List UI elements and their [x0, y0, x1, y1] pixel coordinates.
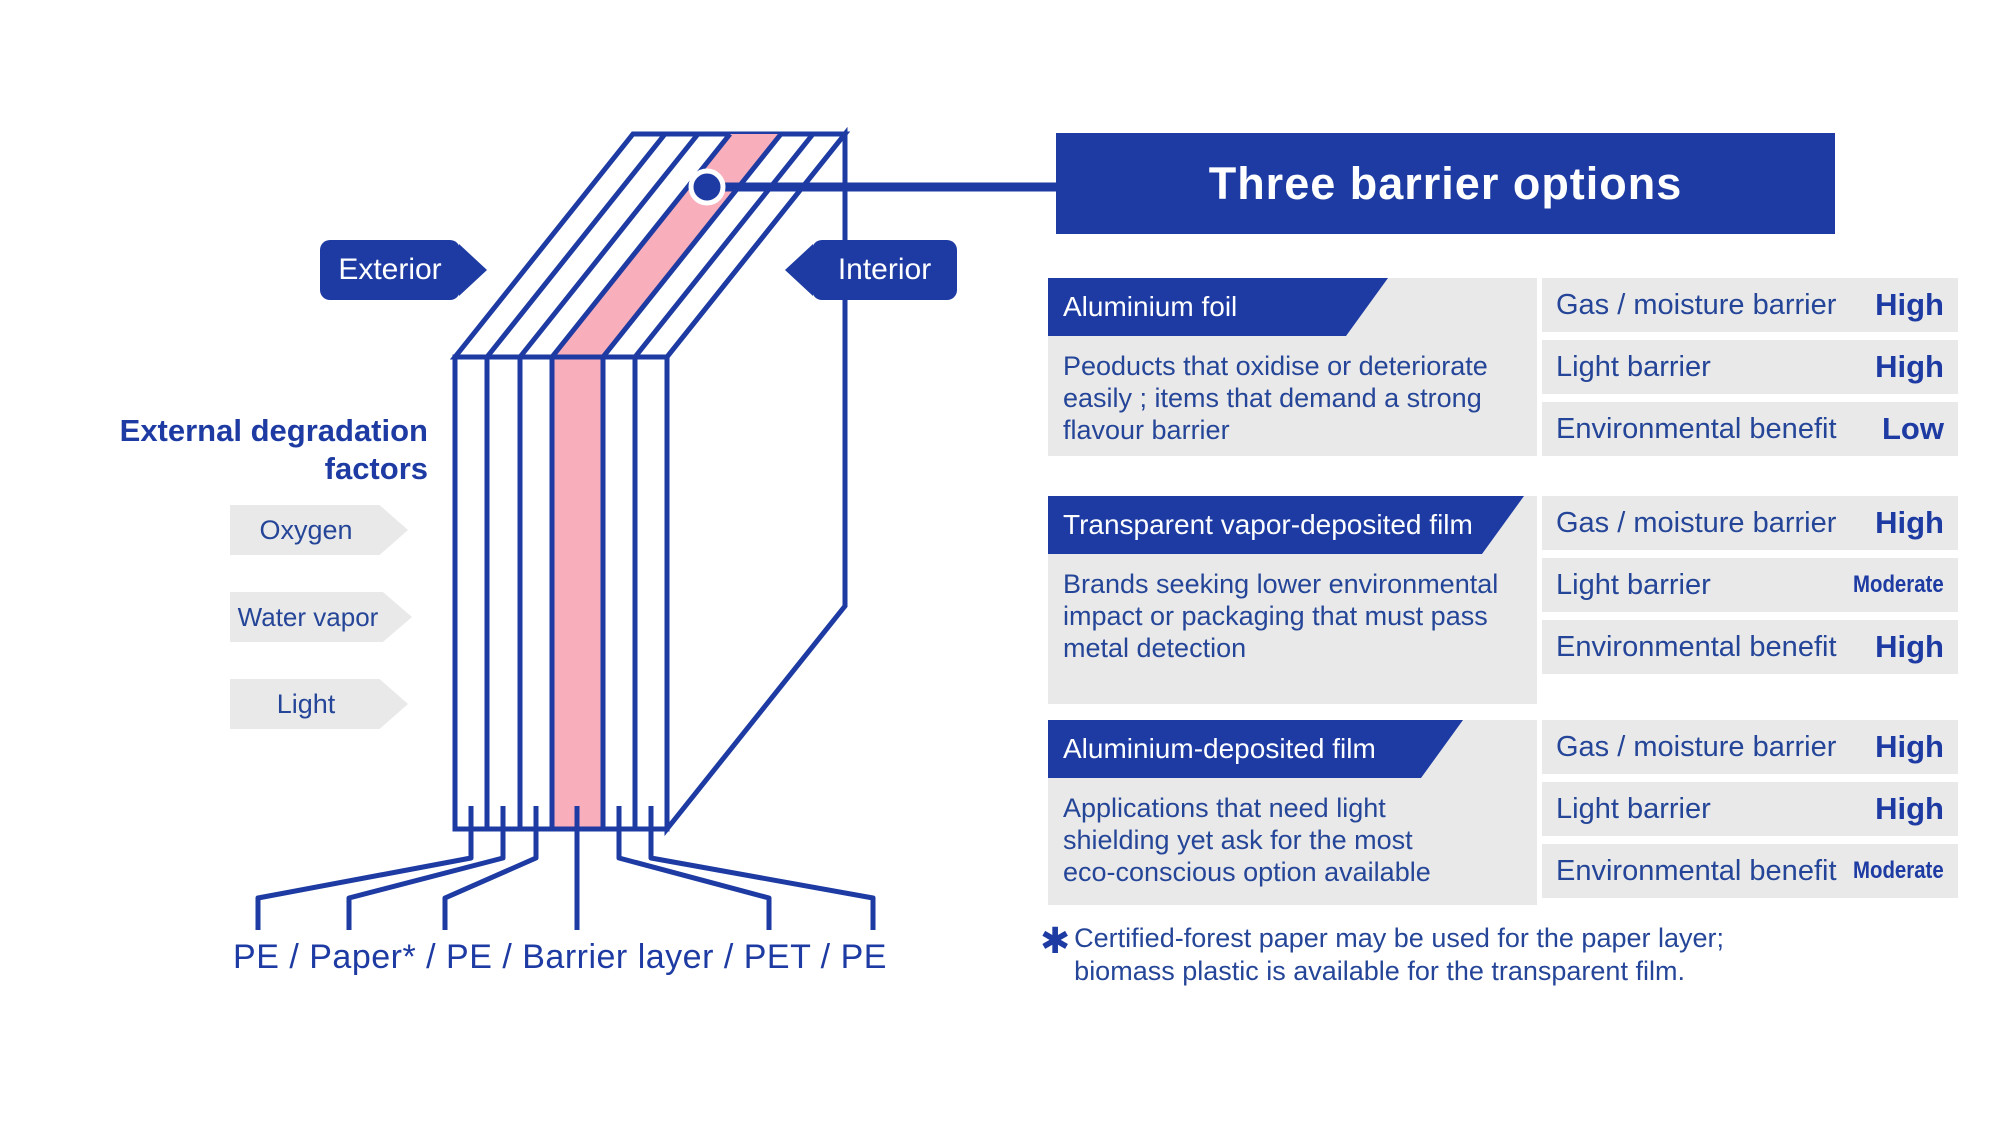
degradation-factors-title: External degradation factors — [119, 413, 428, 486]
interior-label: Interior — [837, 253, 932, 286]
option-name-ribbon: Aluminium foil — [1048, 278, 1388, 336]
rating-value: High — [1875, 349, 1944, 384]
panel-title-box: Three barrier options — [1056, 133, 1835, 234]
panel-title: Three barrier options — [1208, 157, 1683, 209]
option-block-transparent-film: Brands seeking lower environmental impac… — [1048, 496, 1958, 704]
layer-caption: PE / Paper* / PE / Barrier layer / PET /… — [233, 938, 887, 976]
rating-row: Light barrier Moderate — [1542, 558, 1958, 612]
option-description: Applications that need light shielding y… — [1063, 793, 1431, 887]
callout-dot — [688, 168, 726, 206]
interior-arrow-icon — [785, 244, 813, 296]
asterisk-icon: ✱ — [1040, 920, 1071, 961]
rating-row: Light barrier High — [1542, 782, 1958, 836]
option-name-ribbon: Transparent vapor-deposited film — [1048, 496, 1524, 554]
exterior-tag: Exterior — [320, 240, 487, 300]
option-description: Brands seeking lower environmental impac… — [1063, 569, 1499, 663]
rating-row: Environmental benefit Low — [1542, 402, 1958, 456]
footnote: ✱ Certified-forest paper may be used for… — [1040, 922, 1724, 988]
barrier-layer-front — [552, 357, 603, 829]
rating-value: Low — [1882, 411, 1944, 446]
rating-row: Gas / moisture barrier High — [1542, 496, 1958, 550]
rating-value: Moderate — [1853, 571, 1944, 598]
rating-value: High — [1875, 505, 1944, 540]
exterior-label: Exterior — [338, 253, 442, 286]
rating-row: Gas / moisture barrier High — [1542, 720, 1958, 774]
rating-row: Gas / moisture barrier High — [1542, 278, 1958, 332]
option-description: Peoducts that oxidise or deteriorate eas… — [1063, 351, 1488, 445]
footnote-text: Certified-forest paper may be used for t… — [1074, 923, 1725, 986]
rating-value: High — [1875, 729, 1944, 764]
rating-value: High — [1875, 791, 1944, 826]
rating-row: Environmental benefit High — [1542, 620, 1958, 674]
factor-tag-oxygen: Oxygen — [230, 505, 408, 555]
interior-tag: Interior — [785, 240, 957, 300]
option-block-aluminium-foil: Peoducts that oxidise or deteriorate eas… — [1048, 278, 1958, 456]
option-block-aluminium-deposited-film: Applications that need light shielding y… — [1048, 720, 1958, 905]
rating-value: High — [1875, 629, 1944, 664]
rating-value: High — [1875, 287, 1944, 322]
option-name-ribbon: Aluminium-deposited film — [1048, 720, 1463, 778]
rating-row: Environmental benefit Moderate — [1542, 844, 1958, 898]
factor-tag-water-vapor: Water vapor — [230, 592, 412, 642]
rating-value: Moderate — [1853, 857, 1944, 884]
exterior-arrow-icon — [459, 244, 487, 296]
layer-leader-lines — [255, 806, 876, 930]
factor-tag-light: Light — [230, 679, 408, 729]
rating-row: Light barrier High — [1542, 340, 1958, 394]
